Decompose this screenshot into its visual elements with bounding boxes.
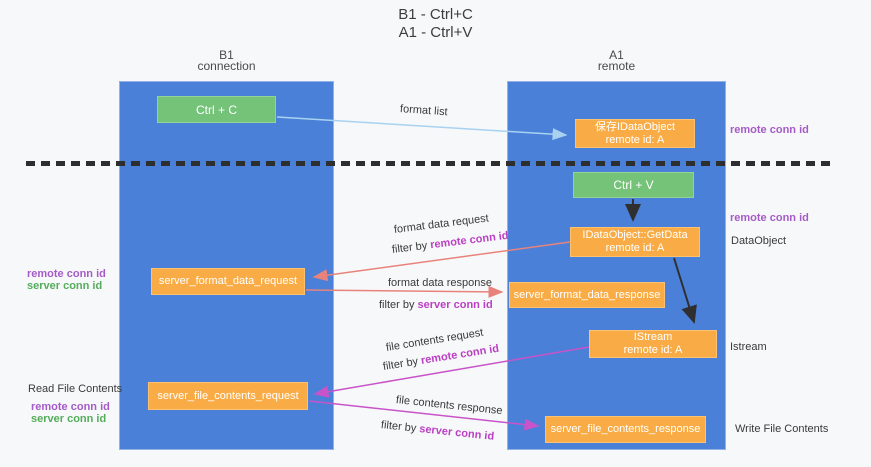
read-file-contents-label: Read File Contents: [28, 383, 123, 395]
right-remote-conn-id-top: remote conn id: [730, 124, 809, 136]
ctrl-c-label: Ctrl + C: [195, 102, 237, 117]
lane-a1-name: A1: [609, 48, 624, 62]
istream-side-label: Istream: [730, 341, 767, 353]
remote-conn-id-highlight-1: remote conn id: [429, 229, 510, 252]
save-idataobject-line2: remote id: A: [605, 133, 665, 146]
istream-line1: IStream: [633, 331, 673, 343]
file-contents-response-label: file contents response: [395, 394, 504, 418]
server-conn-id-highlight-2: server conn id: [417, 299, 493, 311]
ctrl-v-box: Ctrl + V: [573, 172, 694, 198]
ctrl-v-label: Ctrl + V: [613, 178, 654, 192]
diagram-title: B1 - Ctrl+C A1 - Ctrl+V: [0, 6, 871, 42]
right-remote-conn-id-mid: remote conn id: [730, 212, 809, 224]
lane-b1-name: B1: [219, 48, 234, 62]
lane-b1-role: connection: [197, 59, 256, 73]
server-file-contents-request-label: server_file_contents_request: [157, 389, 299, 402]
filter-by-text-3: filter by: [382, 355, 422, 373]
server-format-data-response-box: server_format_data_response: [509, 282, 665, 308]
lane-header-b1: B1 connection: [119, 48, 334, 73]
server-format-data-request-label: server_format_data_request: [158, 275, 298, 287]
left-remote-conn-id-2: remote conn id: [31, 401, 110, 413]
server-format-data-response-label: server_format_data_response: [513, 288, 661, 301]
format-data-response-label: format data response: [388, 277, 492, 289]
lane-header-a1: A1 remote: [507, 48, 726, 73]
lane-a1-role: remote: [597, 59, 636, 73]
format-data-response-arrow: [305, 285, 504, 298]
idataobject-getdata-box: IDataObject::GetData remote id: A: [570, 227, 700, 257]
file-response-filter-label: filter by server conn id: [380, 419, 494, 443]
server-file-contents-response-box: server_file_contents_response: [545, 416, 706, 443]
save-idataobject-line1: 保存IDataObject: [594, 120, 676, 133]
istream-line2: remote id: A: [623, 344, 683, 356]
idataobject-getdata-line2: remote id: A: [605, 242, 665, 254]
filter-by-text-2: filter by: [379, 299, 418, 311]
format-response-filter-label: filter by server conn id: [379, 299, 493, 311]
server-conn-id-highlight-4: server conn id: [418, 423, 495, 443]
save-idataobject-box: 保存IDataObject remote id: A: [575, 119, 695, 148]
write-file-contents-label: Write File Contents: [735, 423, 829, 435]
title-line-2: A1 - Ctrl+V: [398, 24, 473, 41]
format-list-label: format list: [399, 103, 448, 119]
format-data-request-label: format data request: [393, 212, 490, 236]
left-server-conn-id-2: server conn id: [31, 413, 107, 425]
left-server-conn-id-1: server conn id: [27, 280, 103, 292]
dataobject-label: DataObject: [731, 235, 787, 247]
idataobject-getdata-line1: IDataObject::GetData: [582, 229, 688, 241]
left-remote-conn-id-1: remote conn id: [27, 268, 106, 280]
istream-box: IStream remote id: A: [589, 330, 717, 358]
server-file-contents-response-label: server_file_contents_response: [550, 423, 701, 435]
filter-by-text-1: filter by: [391, 239, 431, 256]
filter-by-text-4: filter by: [380, 419, 420, 435]
title-line-1: B1 - Ctrl+C: [398, 6, 473, 23]
phase-divider-dashed-line: [26, 161, 832, 166]
server-file-contents-request-box: server_file_contents_request: [148, 382, 308, 410]
server-format-data-request-box: server_format_data_request: [151, 268, 305, 295]
ctrl-c-box: Ctrl + C: [157, 96, 276, 123]
